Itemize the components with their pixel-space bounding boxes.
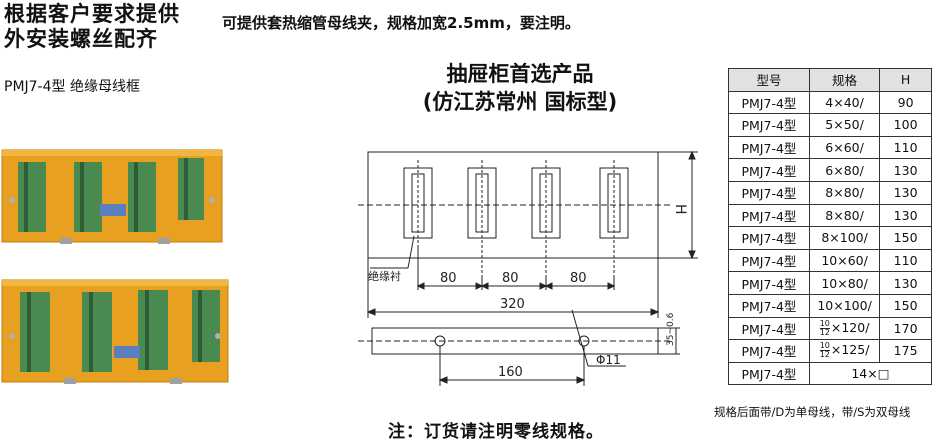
- center-title-line-1: 抽屉柜首选产品: [446, 62, 594, 86]
- product-label: PMJ7-4型 绝缘母线框: [4, 79, 140, 95]
- dim-spacing-2: 80: [502, 271, 519, 286]
- table-footnote: 规格后面带/D为单母线，带/S为双母线: [714, 405, 911, 419]
- dim-hole-diameter: Φ11: [596, 353, 621, 367]
- busbar-frame-lower: [1, 279, 229, 384]
- product-photo: [1, 149, 229, 384]
- dim-overall-width: 320: [500, 297, 525, 312]
- header-line-2: 外安装螺丝配齐: [4, 27, 158, 51]
- technical-drawing: H 绝缘衬 80 80 80 320 160 Φ11 35~0.6: [358, 150, 698, 386]
- col-header-spec: 规格: [808, 68, 881, 92]
- col-header-model: 型号: [728, 68, 810, 92]
- header-line-1: 根据客户要求提供: [4, 2, 180, 26]
- dim-h-label: H: [672, 204, 688, 215]
- dim-side-thickness: 35~0.6: [666, 312, 676, 346]
- busbar-frame-upper: [1, 149, 223, 244]
- dim-spacing-1: 80: [440, 271, 457, 286]
- dim-spacing-3: 80: [570, 271, 587, 286]
- top-note: 可提供套热缩管母线夹，规格加宽2.5mm，要注明。: [222, 14, 580, 32]
- dim-hole-spacing: 160: [498, 365, 523, 380]
- table-row: PMJ7-4型 14×□: [728, 361, 933, 386]
- insulator-label: 绝缘衬: [368, 269, 401, 283]
- footer-note: 注：订货请注明零线规格。: [388, 422, 604, 442]
- col-header-h: H: [879, 68, 932, 92]
- center-title-line-2: (仿江苏常州 国标型): [422, 90, 618, 114]
- spec-table-header: 型号 规格 H: [728, 68, 932, 92]
